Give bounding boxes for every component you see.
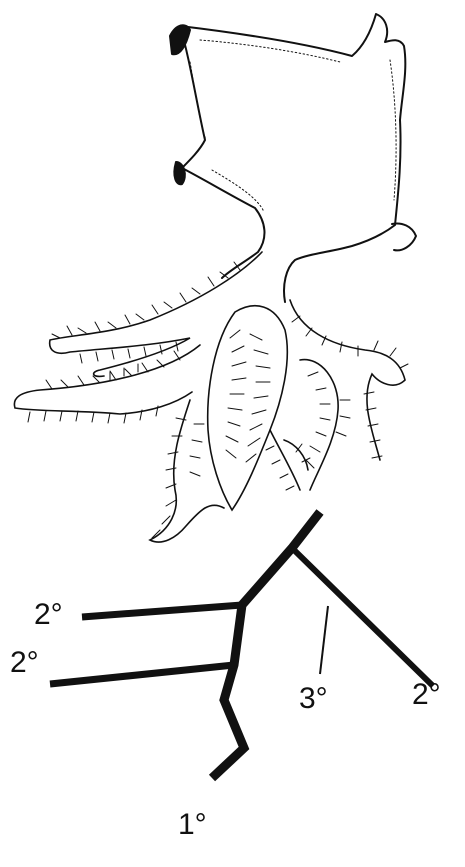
branch-central-leaf xyxy=(208,306,288,510)
branch-central-lower-ticks xyxy=(266,444,310,490)
label-tertiary: 3° xyxy=(299,684,328,714)
primary-trunk xyxy=(212,512,320,778)
label-secondary-lower: 2° xyxy=(10,648,39,678)
secondary-branch-upper xyxy=(82,605,242,617)
tertiary-branch xyxy=(320,606,328,674)
vessel-body-shading xyxy=(190,40,396,212)
branch-left-long xyxy=(14,345,200,414)
label-primary: 1° xyxy=(178,810,207,840)
branch-central-leaf-ticks xyxy=(226,330,270,462)
vessel-body-outline xyxy=(180,14,405,302)
vessel-stub-right-lower xyxy=(392,224,416,251)
branching-schematic xyxy=(50,512,433,778)
label-secondary-upper: 2° xyxy=(34,600,63,630)
label-secondary-right: 2° xyxy=(412,680,441,710)
branch-left-descending xyxy=(150,400,224,542)
branch-right-ticks xyxy=(292,316,408,468)
vessel-illustration xyxy=(170,14,416,302)
villous-branches xyxy=(14,252,408,542)
branch-left-descending-ticks xyxy=(152,418,204,538)
secondary-branch-right xyxy=(292,548,433,686)
branch-central-lower xyxy=(270,430,308,490)
vessel-stub-left-middle xyxy=(174,162,184,184)
secondary-branch-lower xyxy=(50,665,234,684)
